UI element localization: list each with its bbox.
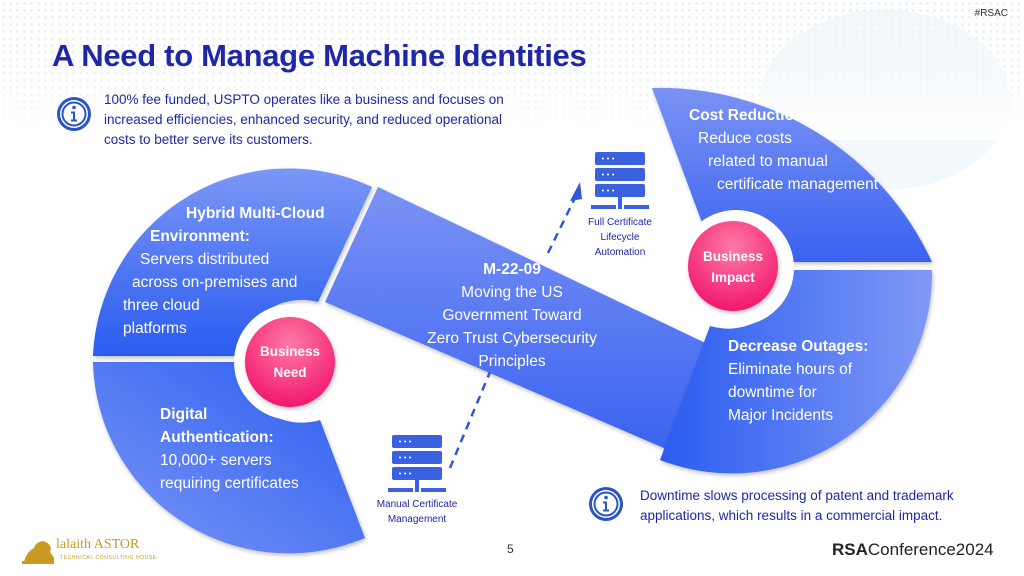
hub-business-impact [688, 221, 778, 311]
hub-label-line: Need [273, 365, 307, 380]
dashed-arrow-lower [448, 371, 492, 469]
dashed-arrow-upper [546, 197, 577, 254]
cost-body-3: certificate management [717, 176, 879, 193]
logo-text: lalaith ASTOR [56, 537, 140, 552]
center-heading: M-22-09 [483, 261, 541, 278]
server-label-line: Management [387, 514, 447, 525]
segment-digital-auth [93, 362, 365, 554]
rsa-brand-year: 2024 [955, 540, 994, 559]
digital-heading-1: Digital [160, 406, 208, 423]
outages-body-3: Major Incidents [728, 407, 834, 424]
hub-business-need [245, 317, 335, 407]
digital-body-1: 10,000+ servers [160, 452, 272, 469]
page-number: 5 [507, 542, 514, 556]
info-icon [57, 97, 91, 131]
center-body-2: Government Toward [442, 307, 582, 324]
info-icon [589, 487, 623, 521]
server-label-manual: Manual Certificate Management [362, 497, 472, 527]
logo-subtext: TECHNICAL CONSULTING HOUSE [60, 555, 157, 561]
outages-heading: Decrease Outages: [728, 338, 869, 355]
server-label-automation: Full Certificate Lifecycle Automation [570, 215, 670, 260]
hybrid-heading-2: Environment: [150, 228, 250, 245]
arrow-head [570, 182, 582, 201]
hybrid-heading-1: Hybrid Multi-Cloud [186, 205, 325, 222]
server-label-line: Automation [594, 247, 646, 258]
center-body-3: Zero Trust Cybersecurity [427, 330, 597, 347]
server-label-line: Manual Certificate [376, 499, 458, 510]
page-title: A Need to Manage Machine Identities [52, 38, 587, 73]
hub-label-line: Business [702, 249, 764, 264]
rsa-brand-rest: Conference [867, 540, 956, 559]
hybrid-body-4: platforms [123, 320, 187, 337]
rsa-conference-logo: RSAConference2024 [832, 540, 994, 560]
hybrid-body-3: three cloud [123, 297, 200, 314]
hybrid-body-1: Servers distributed [140, 251, 270, 268]
rsa-brand-bold: RSA [832, 540, 868, 559]
hub-label-line: Business [259, 344, 321, 359]
hybrid-body-2: across on-premises and [132, 274, 298, 291]
server-label-line: Lifecycle [600, 232, 640, 243]
hub-label-line: Impact [711, 270, 755, 285]
hub-label-business-impact: Business Impact [688, 246, 778, 288]
server-label-line: Full Certificate [588, 217, 652, 228]
info-text-bottom: Downtime slows processing of patent and … [640, 488, 954, 523]
server-icon [388, 435, 446, 492]
server-icon [591, 152, 649, 209]
cost-heading: Cost Reduction: [689, 107, 809, 124]
outages-body-2: downtime for [728, 384, 817, 401]
info-text-top: 100% fee funded, USPTO operates like a b… [104, 92, 504, 147]
center-body-4: Principles [478, 353, 546, 370]
background-fade [0, 0, 1024, 140]
segment-hybrid-cloud [93, 168, 372, 356]
cost-body-1: Reduce costs [698, 130, 792, 147]
outages-body-1: Eliminate hours of [728, 361, 853, 378]
center-body-1: Moving the US [461, 284, 563, 301]
digital-heading-2: Authentication: [160, 429, 274, 446]
cost-body-2: related to manual [708, 153, 828, 170]
digital-body-2: requiring certificates [160, 475, 299, 492]
hub-label-business-need: Business Need [245, 341, 335, 383]
lion-logo-icon [22, 541, 54, 564]
hashtag: #RSAC [974, 8, 1008, 19]
segment-decrease-outages [660, 270, 933, 474]
segment-m22-09 [325, 187, 720, 455]
